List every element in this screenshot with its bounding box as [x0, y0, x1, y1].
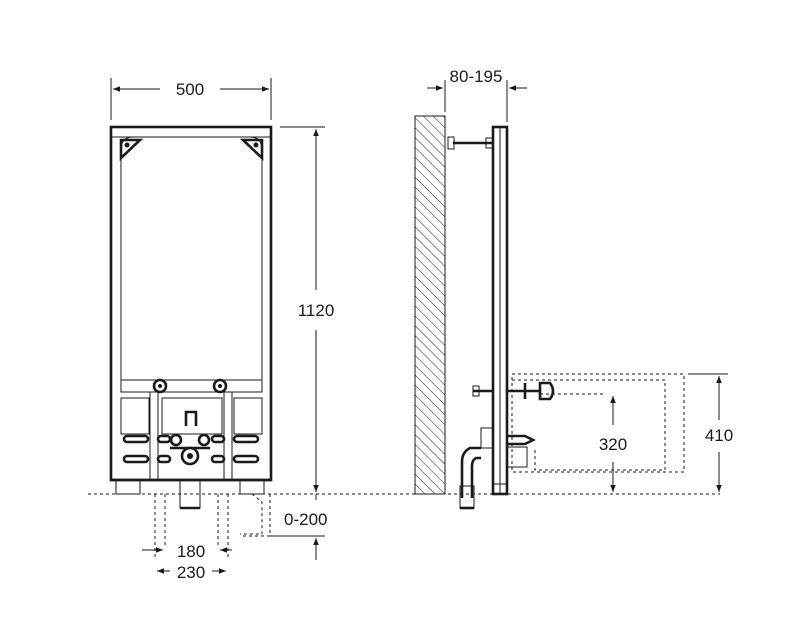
- dim-bidet-height: 410: [688, 373, 733, 492]
- dim-500-label: 500: [176, 80, 204, 99]
- dim-outer-spacing: 230: [157, 563, 226, 582]
- dim-230-label: 230: [177, 563, 205, 582]
- wall: [414, 115, 446, 495]
- side-view: [414, 115, 685, 510]
- dim-410-label: 410: [705, 426, 733, 445]
- dim-inner-spacing: 180: [142, 542, 232, 561]
- dim-180-label: 180: [177, 542, 205, 561]
- dim-frame-width: 500: [110, 78, 272, 120]
- dim-80-195-label: 80-195: [450, 67, 503, 86]
- dim-frame-height: 1120: [280, 126, 335, 492]
- dim-depth-range: 80-195: [427, 67, 527, 122]
- dim-outlet-height: 320: [599, 396, 627, 492]
- dim-0-200-label: 0-200: [284, 510, 327, 529]
- dim-320-label: 320: [599, 435, 627, 454]
- dim-floor-offset: 0-200: [270, 494, 327, 560]
- front-view: [109, 125, 273, 560]
- dim-1120-label: 1120: [298, 301, 335, 320]
